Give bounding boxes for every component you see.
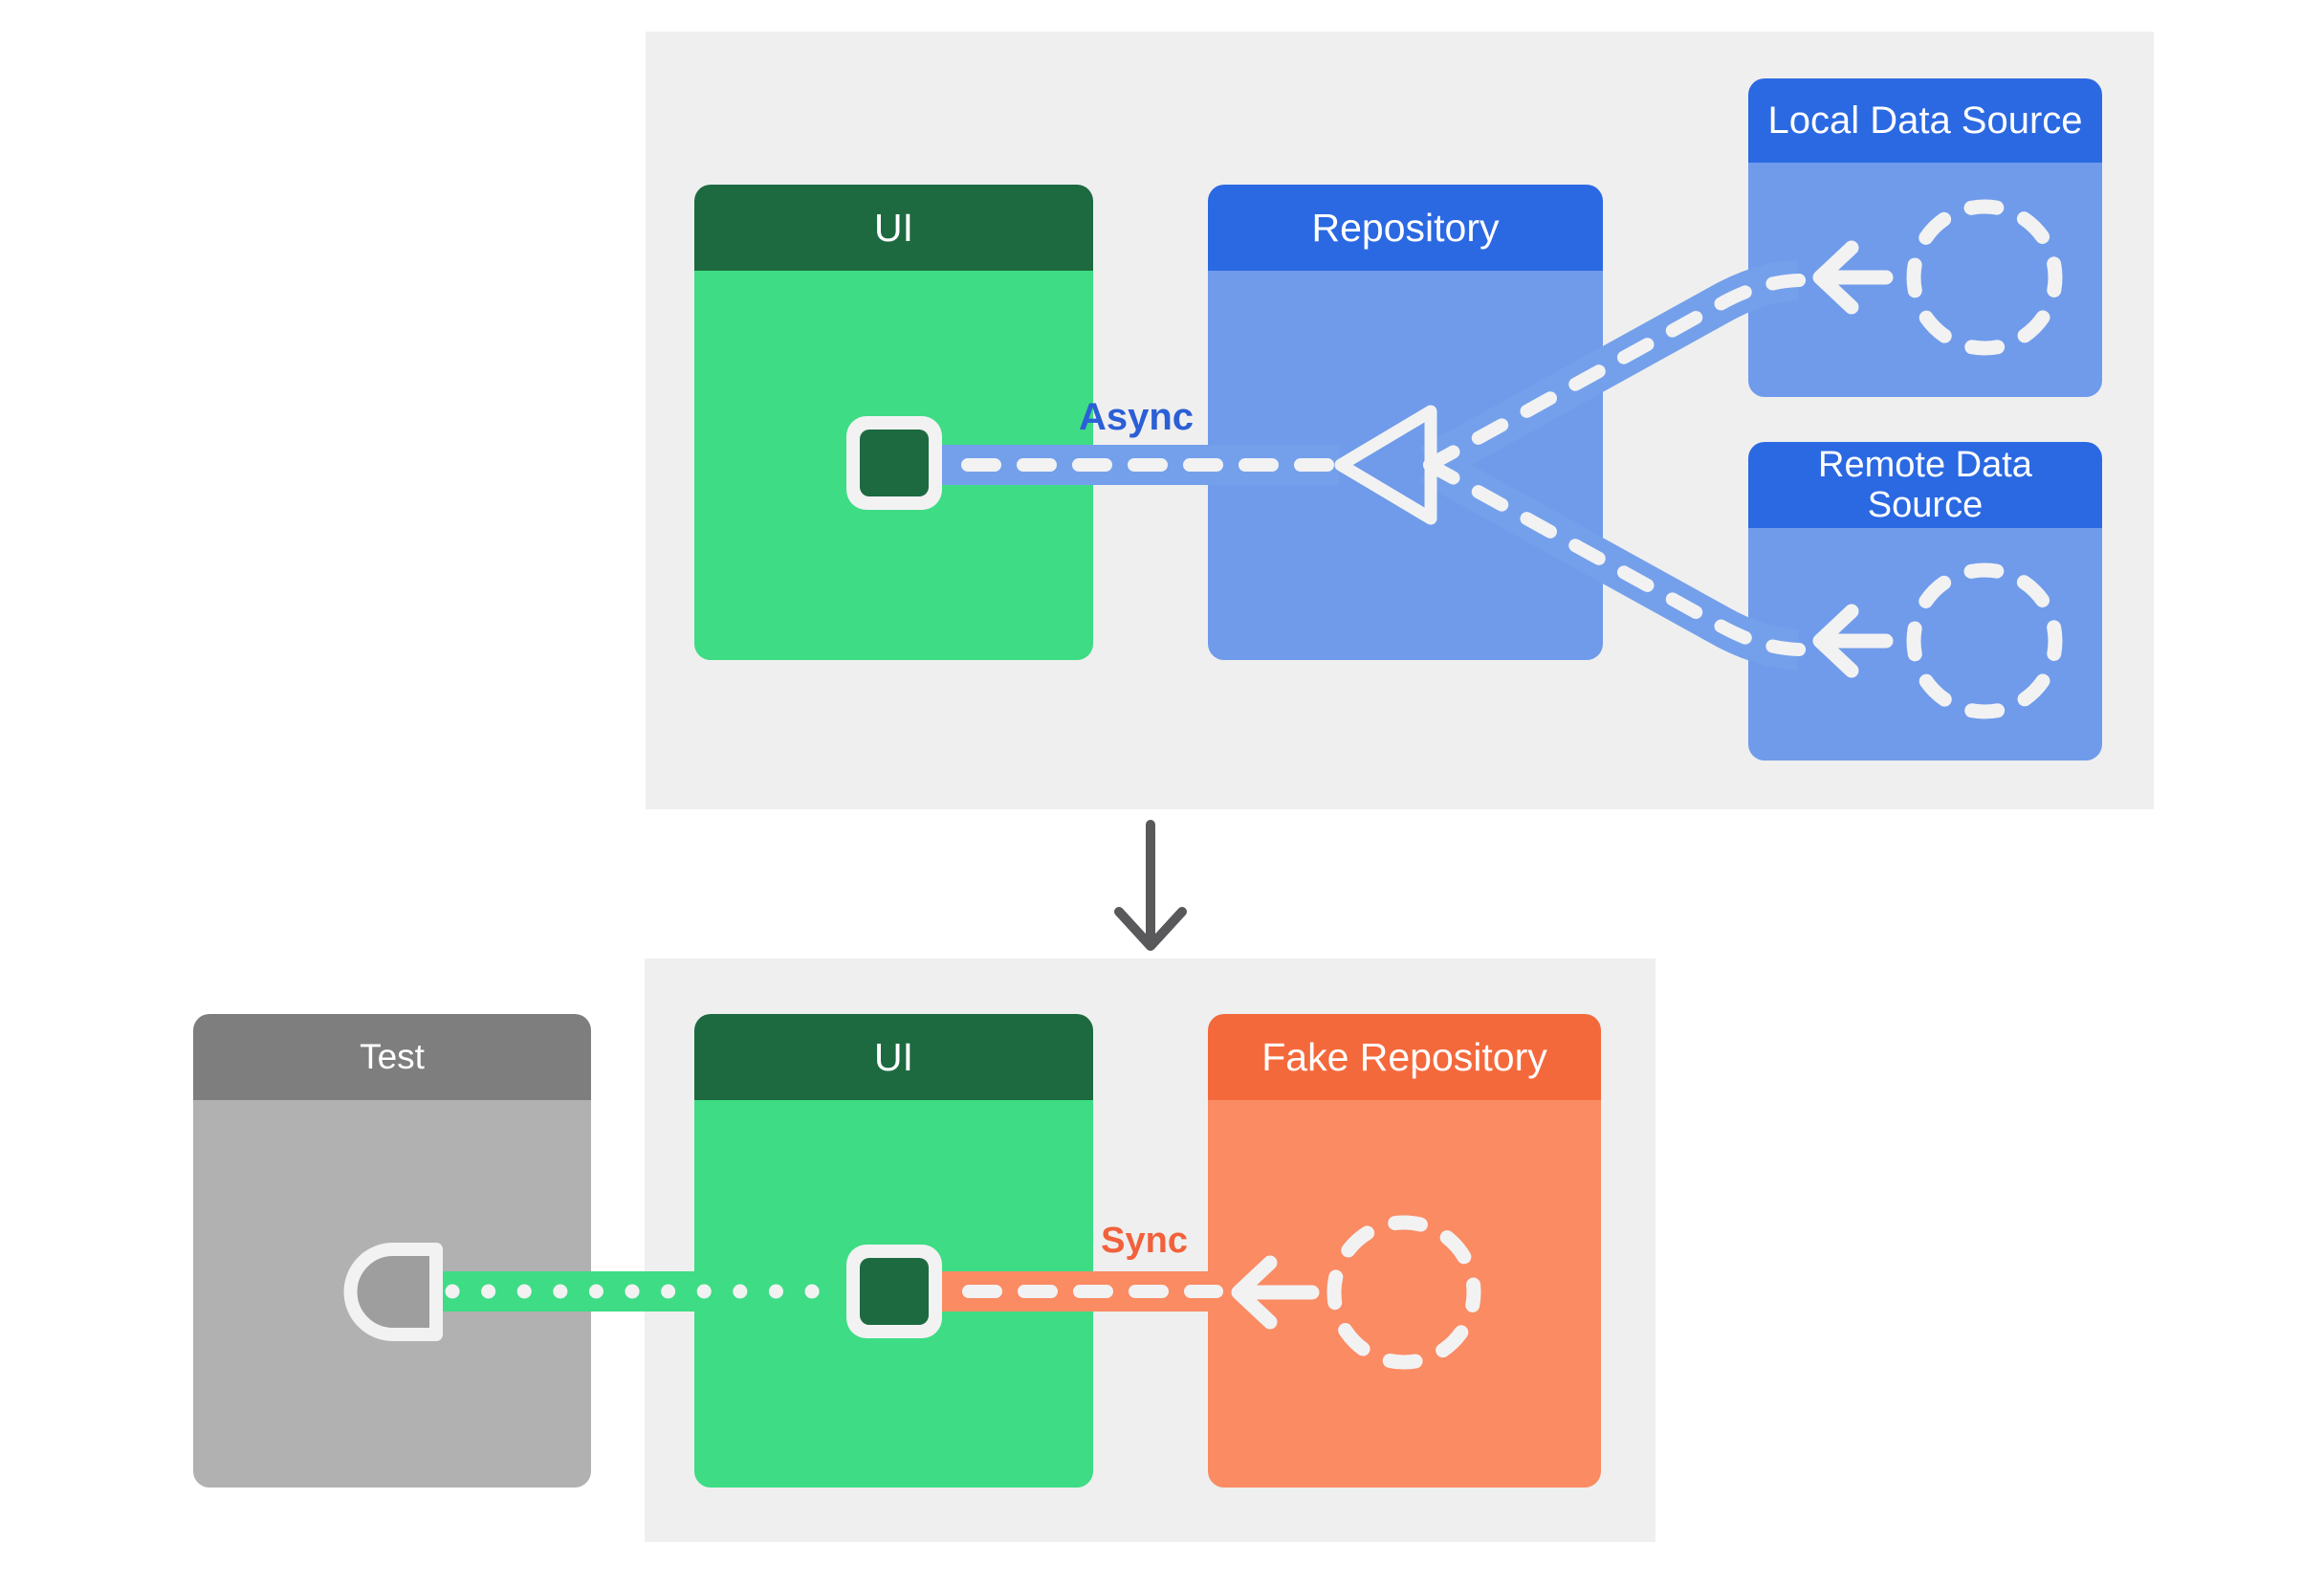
fake-repository-title: Fake Repository xyxy=(1261,1035,1547,1079)
ui-box-top-header: UI xyxy=(694,185,1093,271)
ui-box-top-body xyxy=(694,271,1093,660)
local-data-source-body xyxy=(1748,163,2102,397)
ui-box-bottom-title: UI xyxy=(874,1035,913,1079)
async-label: Async xyxy=(1078,396,1194,438)
repository-box: Repository xyxy=(1208,185,1603,660)
repository-box-title: Repository xyxy=(1311,206,1500,250)
ui-box-bottom-body xyxy=(694,1100,1093,1488)
sync-label: Sync xyxy=(1101,1221,1188,1261)
repository-box-header: Repository xyxy=(1208,185,1603,271)
fake-repository-body xyxy=(1208,1100,1601,1488)
local-data-source-box: Local Data Source xyxy=(1748,78,2102,397)
test-box-header: Test xyxy=(193,1014,591,1100)
remote-data-source-title-line2: Source xyxy=(1867,485,1984,525)
remote-data-source-title-line1: Remote Data xyxy=(1818,445,2032,485)
fake-repository-header: Fake Repository xyxy=(1208,1014,1601,1100)
remote-data-source-header: Remote Data Source xyxy=(1748,442,2102,528)
test-box-title: Test xyxy=(360,1037,425,1076)
fake-repository-box: Fake Repository xyxy=(1208,1014,1601,1488)
remote-data-source-body xyxy=(1748,528,2102,760)
ui-box-top-title: UI xyxy=(874,206,913,250)
test-box-body xyxy=(193,1100,591,1488)
repository-box-body xyxy=(1208,271,1603,660)
down-arrow-icon xyxy=(1114,820,1187,951)
test-box: Test xyxy=(193,1014,591,1488)
local-data-source-header: Local Data Source xyxy=(1748,78,2102,163)
ui-box-bottom-header: UI xyxy=(694,1014,1093,1100)
local-data-source-title: Local Data Source xyxy=(1767,99,2083,142)
remote-data-source-box: Remote Data Source xyxy=(1748,442,2102,760)
